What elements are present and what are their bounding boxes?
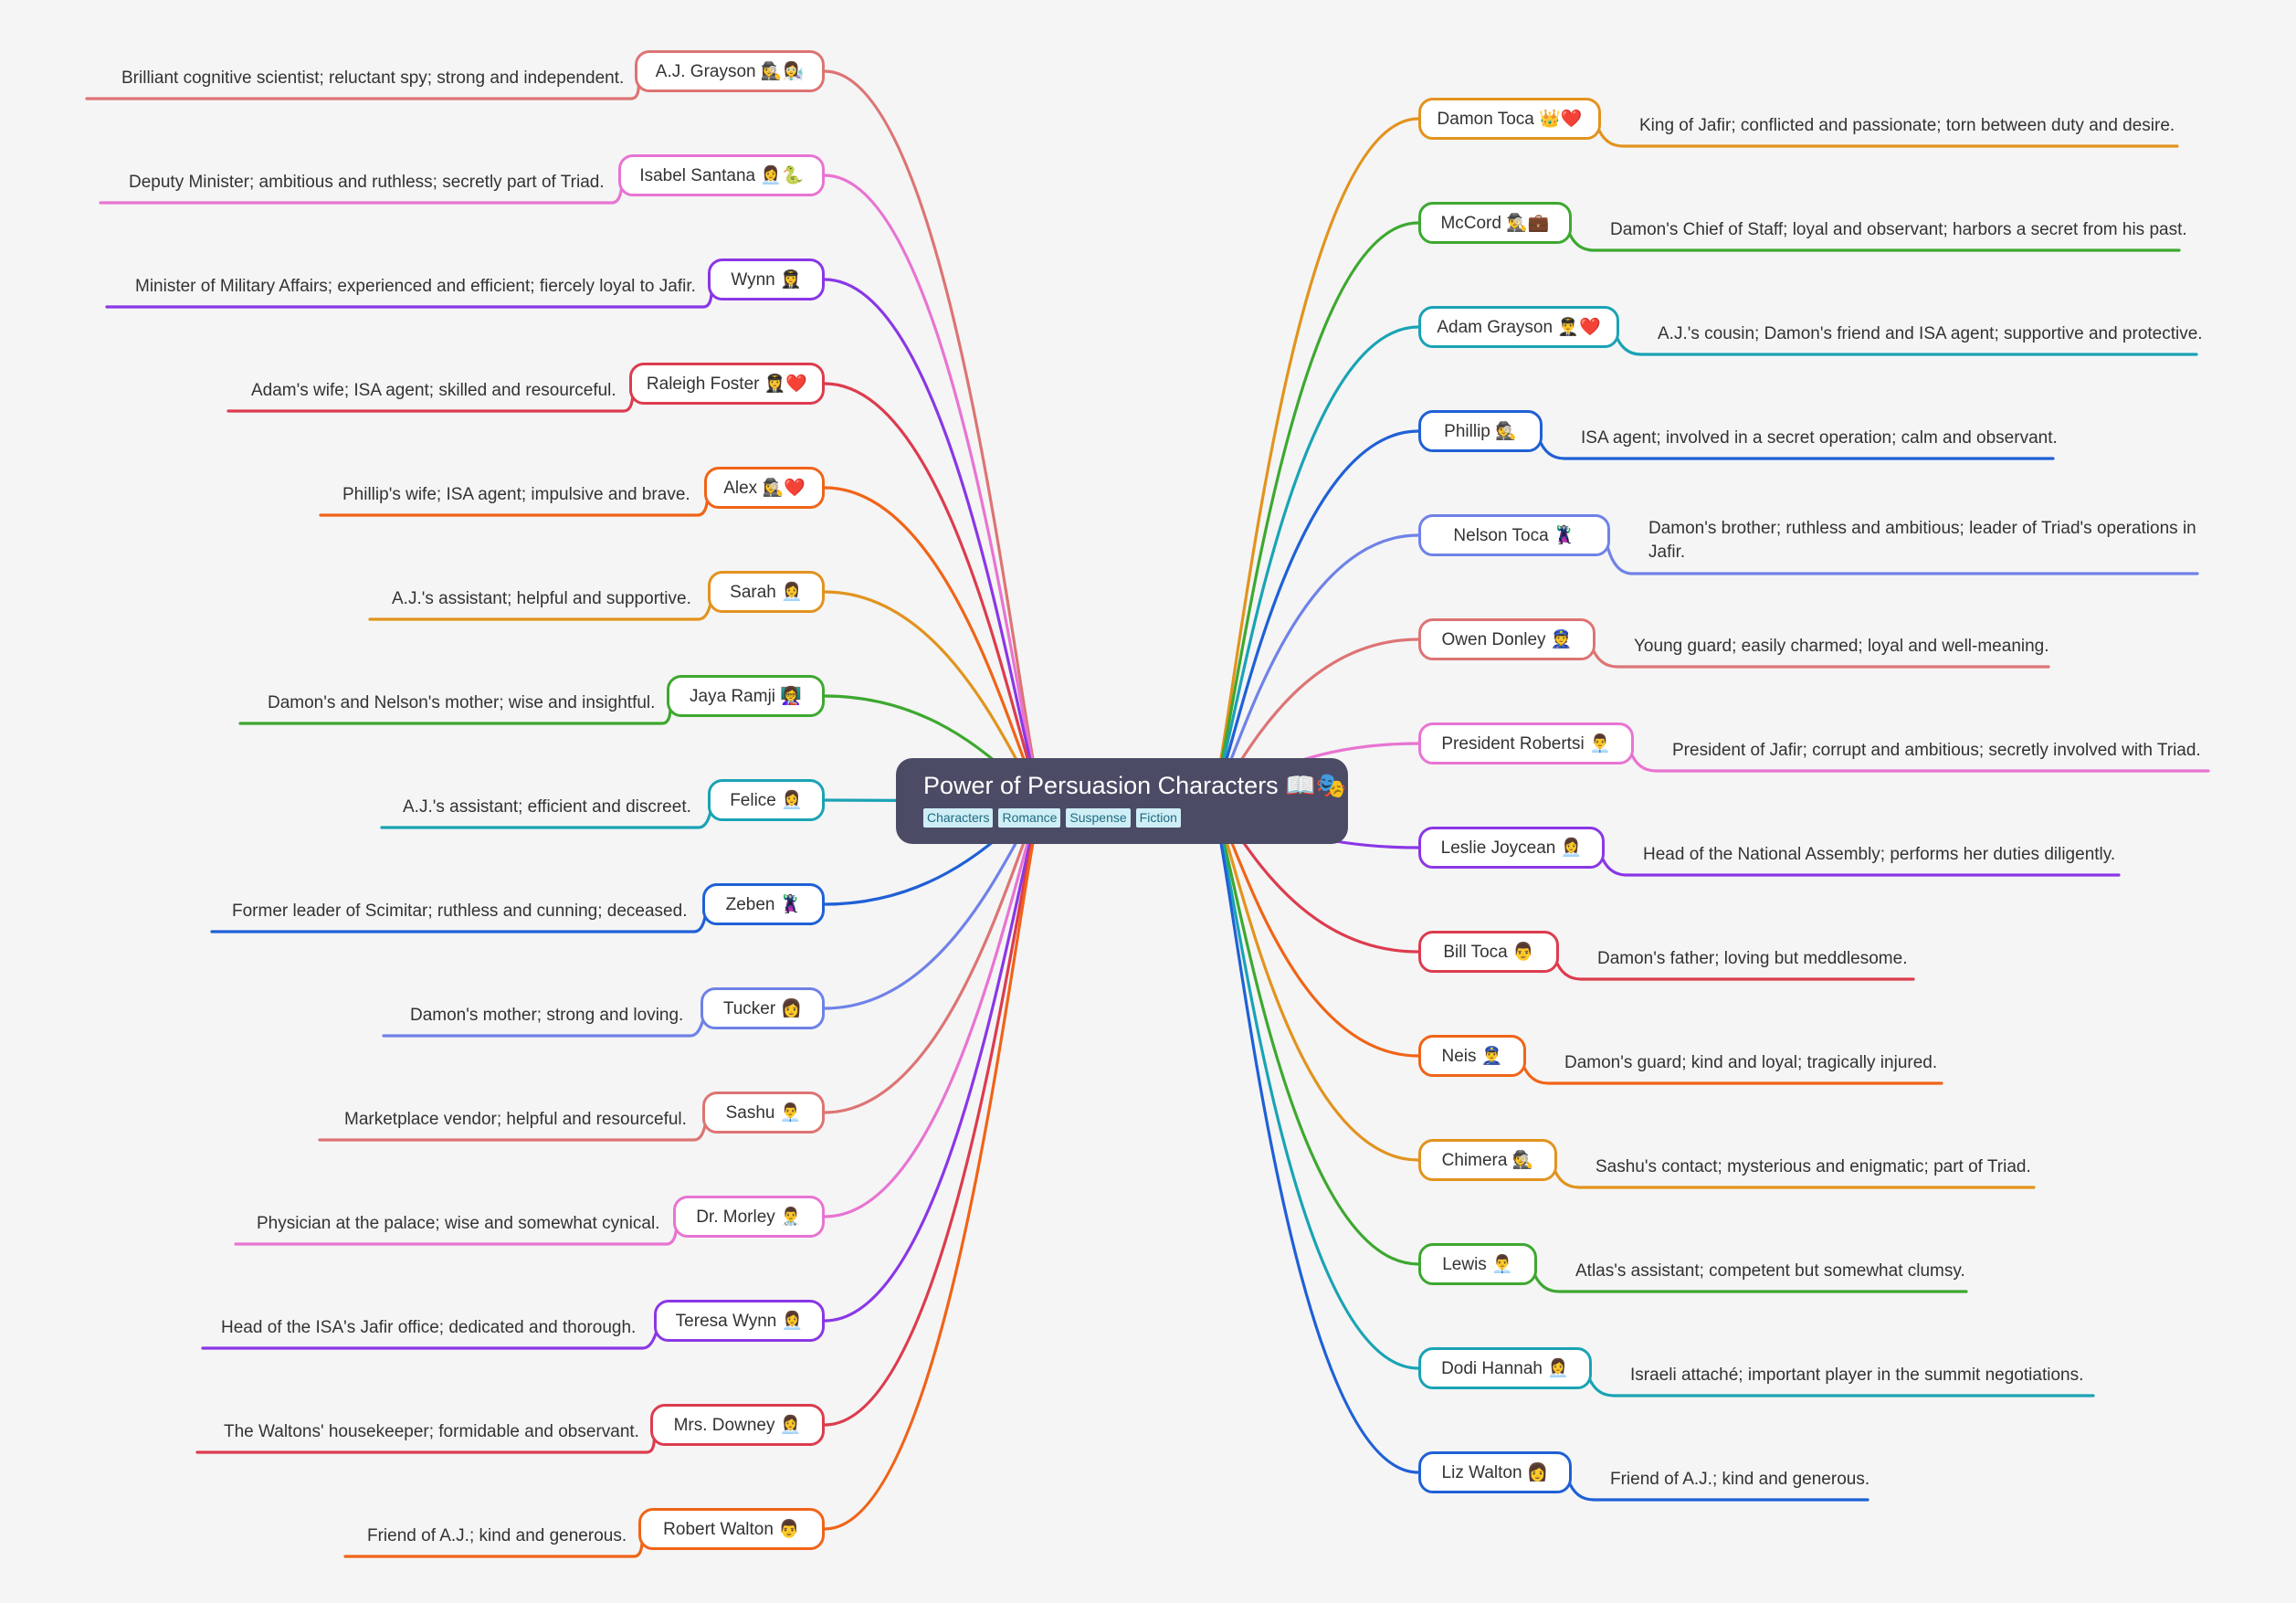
connector-raleigh-foster	[823, 382, 1046, 803]
connector-aj-grayson	[823, 69, 1046, 803]
tag-romance[interactable]: Romance	[998, 808, 1061, 828]
character-node-leslie-joycean[interactable]: Leslie Joycean 👩‍💼	[1418, 827, 1605, 869]
character-node-alex[interactable]: Alex 🕵️‍♀️❤️	[704, 467, 825, 509]
character-node-damon-toca[interactable]: Damon Toca 👑❤️	[1418, 98, 1601, 140]
character-description-robert-walton: Friend of A.J.; kind and generous.	[367, 1526, 627, 1545]
connector-damon-toca	[1208, 117, 1420, 803]
character-node-robert-walton[interactable]: Robert Walton 👨	[638, 1508, 825, 1550]
character-description-jaya-ramji: Damon's and Nelson's mother; wise and in…	[268, 693, 656, 712]
character-description-bill-toca: Damon's father; loving but meddlesome.	[1597, 949, 1908, 968]
central-topic-title: Power of Persuasion Characters 📖🎭	[923, 772, 1347, 799]
connector-mrs-downey	[823, 799, 1046, 1427]
character-description-president-robertsi: President of Jafir; corrupt and ambitiou…	[1672, 741, 2201, 760]
connector-robert-walton	[823, 799, 1046, 1531]
character-node-dr-morley[interactable]: Dr. Morley 👨‍⚕️	[673, 1196, 825, 1238]
character-description-leslie-joycean: Head of the National Assembly; performs …	[1643, 845, 2116, 864]
tag-fiction[interactable]: Fiction	[1135, 808, 1181, 828]
character-node-nelson-toca[interactable]: Nelson Toca 🦹‍♂️	[1418, 514, 1610, 556]
connector-dr-morley	[823, 799, 1046, 1218]
character-node-jaya-ramji[interactable]: Jaya Ramji 👩‍🏫	[667, 675, 825, 717]
character-node-zeben[interactable]: Zeben 🦹‍♂️	[702, 883, 825, 925]
character-description-adam-grayson: A.J.'s cousin; Damon's friend and ISA ag…	[1658, 324, 2203, 343]
character-node-sashu[interactable]: Sashu 👨‍💼	[702, 1092, 825, 1134]
character-description-raleigh-foster: Adam's wife; ISA agent; skilled and reso…	[251, 381, 616, 400]
character-node-bill-toca[interactable]: Bill Toca 👨	[1418, 931, 1559, 973]
character-description-dodi-hannah: Israeli attaché; important player in the…	[1630, 1366, 2084, 1385]
character-node-president-robertsi[interactable]: President Robertsi 👨‍💼	[1418, 722, 1634, 765]
character-description-wynn: Minister of Military Affairs; experience…	[135, 277, 696, 296]
character-node-chimera[interactable]: Chimera 🕵️	[1418, 1139, 1557, 1181]
character-description-sarah: A.J.'s assistant; helpful and supportive…	[392, 589, 691, 608]
character-description-isabel-santana: Deputy Minister; ambitious and ruthless;…	[129, 173, 605, 192]
connector-lewis	[1208, 799, 1420, 1266]
character-description-chimera: Sashu's contact; mysterious and enigmati…	[1596, 1157, 2031, 1176]
connector-liz-walton	[1208, 799, 1420, 1474]
character-node-isabel-santana[interactable]: Isabel Santana 👩‍💼🐍	[618, 154, 825, 196]
character-description-liz-walton: Friend of A.J.; kind and generous.	[1610, 1470, 1870, 1489]
character-description-neis: Damon's guard; kind and loyal; tragicall…	[1564, 1053, 1938, 1072]
connector-isabel-santana	[823, 174, 1046, 803]
central-topic[interactable]: Power of Persuasion Characters 📖🎭 Charac…	[896, 758, 1348, 844]
character-description-mrs-downey: The Waltons' housekeeper; formidable and…	[224, 1422, 639, 1441]
topic-tags: Characters Romance Suspense Fiction	[923, 808, 1321, 828]
character-node-phillip[interactable]: Phillip 🕵️	[1418, 410, 1543, 452]
character-description-dr-morley: Physician at the palace; wise and somewh…	[257, 1214, 660, 1233]
character-node-lewis[interactable]: Lewis 👨‍💼	[1418, 1243, 1537, 1285]
character-description-teresa-wynn: Head of the ISA's Jafir office; dedicate…	[221, 1318, 637, 1337]
character-description-nelson-toca: Damon's brother; ruthless and ambitious;…	[1648, 519, 2196, 562]
character-node-neis[interactable]: Neis 👮‍♂️	[1418, 1035, 1526, 1077]
character-description-mccord: Damon's Chief of Staff; loyal and observ…	[1610, 220, 2187, 239]
tag-characters[interactable]: Characters	[923, 808, 994, 828]
character-description-felice: A.J.'s assistant; efficient and discreet…	[403, 797, 691, 817]
character-description-aj-grayson: Brilliant cognitive scientist; reluctant…	[121, 69, 625, 88]
connector-dodi-hannah	[1208, 799, 1420, 1370]
character-node-tucker[interactable]: Tucker 👩	[700, 987, 825, 1029]
character-description-zeben: Former leader of Scimitar; ruthless and …	[232, 902, 688, 921]
character-node-sarah[interactable]: Sarah 👩‍💼	[708, 571, 825, 613]
character-node-aj-grayson[interactable]: A.J. Grayson 🕵️‍♀️👩‍🔬	[635, 50, 825, 92]
character-node-felice[interactable]: Felice 👩‍💼	[708, 779, 825, 821]
character-description-sashu: Marketplace vendor; helpful and resource…	[344, 1110, 687, 1129]
character-description-tucker: Damon's mother; strong and loving.	[410, 1006, 684, 1025]
character-node-dodi-hannah[interactable]: Dodi Hannah 👩‍💼	[1418, 1347, 1592, 1389]
character-description-owen-donley: Young guard; easily charmed; loyal and w…	[1634, 637, 2049, 656]
character-node-teresa-wynn[interactable]: Teresa Wynn 👩‍💼	[654, 1300, 825, 1342]
character-node-mccord[interactable]: McCord 🕵️‍♂️💼	[1418, 202, 1572, 244]
character-description-phillip: ISA agent; involved in a secret operatio…	[1581, 428, 2058, 448]
character-description-lewis: Atlas's assistant; competent but somewha…	[1575, 1261, 1965, 1281]
tag-suspense[interactable]: Suspense	[1066, 808, 1131, 828]
character-node-wynn[interactable]: Wynn 👩‍✈️	[708, 258, 825, 301]
character-description-alex: Phillip's wife; ISA agent; impulsive and…	[342, 485, 690, 504]
character-description-damon-toca: King of Jafir; conflicted and passionate…	[1639, 116, 2175, 135]
character-node-raleigh-foster[interactable]: Raleigh Foster 👩‍✈️❤️	[629, 363, 825, 405]
character-node-liz-walton[interactable]: Liz Walton 👩	[1418, 1451, 1572, 1493]
character-node-adam-grayson[interactable]: Adam Grayson 👨‍✈️❤️	[1418, 306, 1619, 348]
character-node-mrs-downey[interactable]: Mrs. Downey 👩‍💼	[650, 1404, 825, 1446]
character-node-owen-donley[interactable]: Owen Donley 👮	[1418, 618, 1596, 660]
